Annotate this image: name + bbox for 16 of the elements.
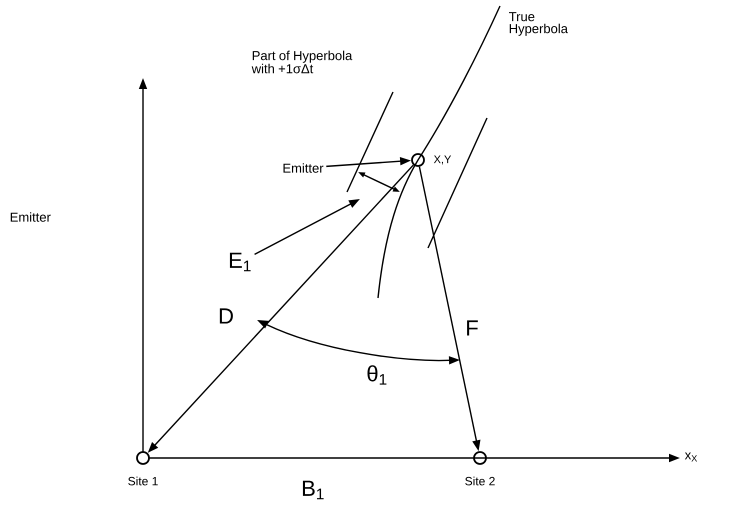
site-marker xyxy=(136,451,150,465)
axis-label: Emitter xyxy=(10,212,51,222)
note-label: Part of Hyperbola with +1σΔt xyxy=(252,50,352,74)
point-label: X,Y xyxy=(434,156,452,164)
axis-label: x$_{X}$ xyxy=(684,452,698,462)
text-label: Emitter xyxy=(283,163,324,173)
point-label: Site 1 xyxy=(128,476,158,486)
note-label: True Hyperbola xyxy=(509,12,568,36)
baseline-label: B$_{1}$ xyxy=(302,480,324,500)
line-label: D xyxy=(220,308,233,324)
angle-label: θ$_{1}$ xyxy=(368,365,386,385)
site-marker xyxy=(473,451,487,465)
point-label: Site 2 xyxy=(465,476,495,486)
line-label: F xyxy=(467,320,478,336)
vector-label: E$_{1}$ xyxy=(230,252,251,272)
site-marker xyxy=(411,153,425,167)
